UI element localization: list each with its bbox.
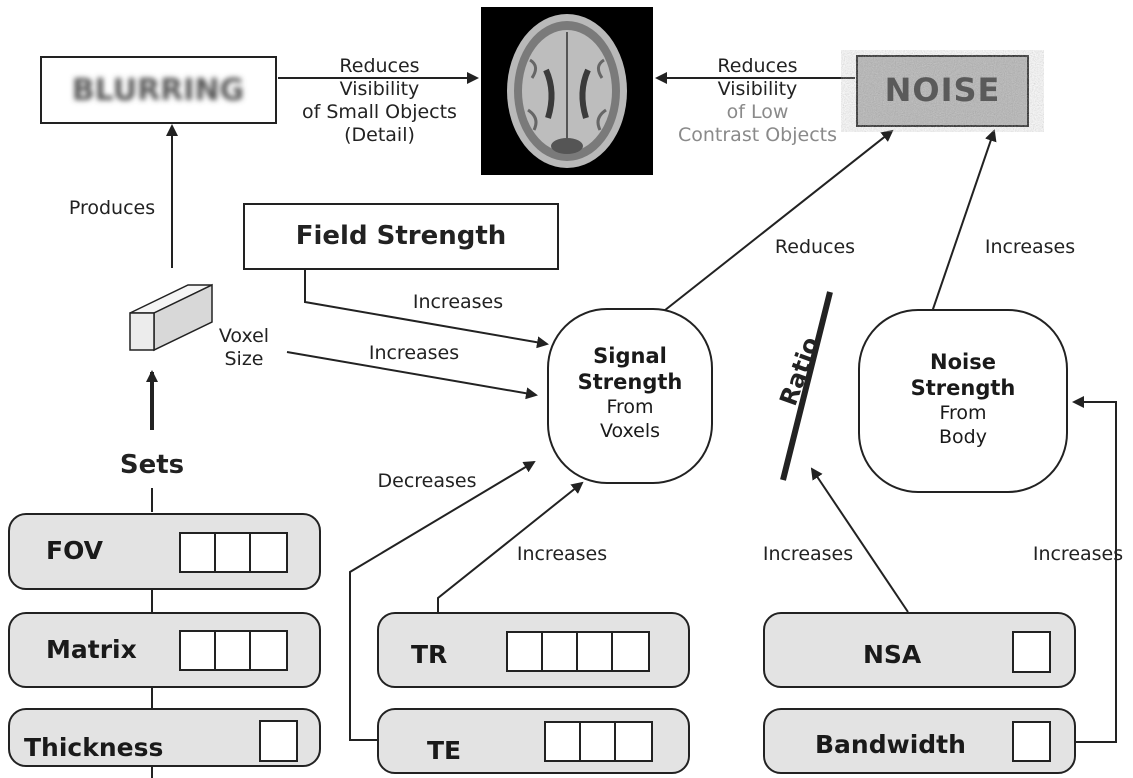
increases-voxel-label: Increases [368,342,460,364]
blurring-box [40,56,277,124]
arrow-te-decreases [349,460,536,741]
increases-tr-label: Increases [516,543,608,565]
arrow-field-strength [304,270,549,349]
thickness-value-cells[interactable] [259,720,298,762]
signal-strength-node: Signal Strength From Voxels [547,308,713,484]
thickness-param-box: Thickness [8,708,321,767]
matrix-label: Matrix [46,635,137,664]
sets-label: Sets [119,450,185,480]
bandwidth-param-box: Bandwidth [763,708,1076,774]
decreases-label: Decreases [377,470,477,492]
arrow-tr-increases [437,481,584,612]
matrix-param-box: Matrix [8,612,321,688]
nsa-param-box: NSA [763,612,1076,688]
thickness-label: Thickness [24,733,164,762]
field-strength-box [243,203,559,270]
produces-label: Produces [68,197,156,219]
blurring-text: BLURRING [72,73,244,108]
bandwidth-label: Bandwidth [815,730,966,759]
increases-bandwidth-label: Increases [1032,543,1124,565]
matrix-value-cells[interactable] [179,630,288,671]
arrow-nsa-increases [810,467,909,613]
bandwidth-value-cells[interactable] [1012,721,1051,762]
ratio-line [780,291,833,481]
field-strength-label: Field Strength [295,221,507,251]
tr-value-cells[interactable] [506,631,650,672]
fov-param-box: FOV [8,513,321,590]
nsa-label: NSA [863,640,922,669]
arrow-voxel-size [286,351,538,400]
voxel-size-label: Voxel Size [218,325,270,370]
blurring-text-graphic: BLURRING [72,73,244,108]
noise-text: NOISE [884,71,1001,109]
fov-label: FOV [46,536,104,565]
reduces-contrast-label: Reduces Visibility of Low Contrast Objec… [677,55,837,146]
tr-param-box: TR [377,612,690,688]
nsa-value-cells[interactable] [1012,631,1051,673]
noise-strength-node: Noise Strength From Body [858,309,1068,493]
increases-noise-label: Increases [984,236,1076,258]
te-param-box: TE [377,708,690,774]
increases-nsa-label: Increases [762,543,854,565]
fov-value-cells[interactable] [179,532,288,573]
increases-field-label: Increases [412,291,504,313]
reduces-detail-label: Reduces Visibility of Small Objects (Det… [302,55,457,146]
te-value-cells[interactable] [544,721,653,762]
arrow-bandwidth-increases [1072,396,1117,743]
reduces-signal-label: Reduces [774,236,856,258]
te-label: TE [427,736,462,765]
tr-label: TR [411,640,448,669]
voxel-cube-icon [129,283,213,352]
arrow-noise-strength-to-noise [931,129,997,313]
arrow-signal-to-noise [654,129,894,319]
